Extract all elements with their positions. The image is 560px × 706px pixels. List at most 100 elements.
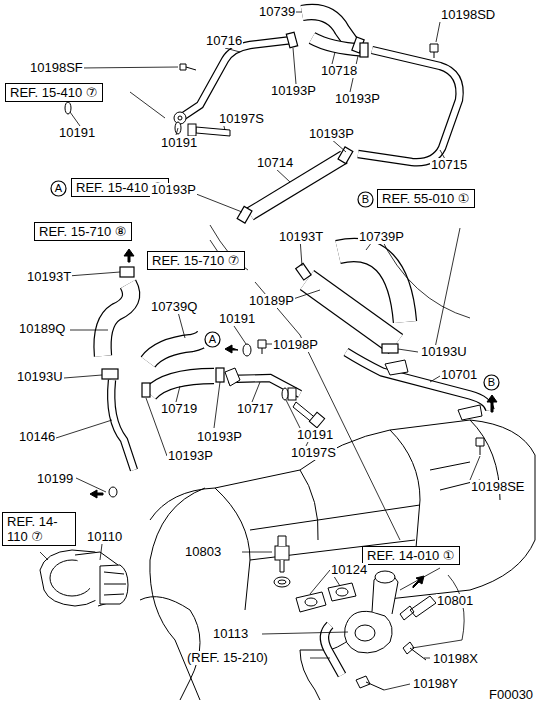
hose-outline (346, 352, 490, 410)
callout-number: 10198P (272, 338, 319, 352)
drawing-line (338, 147, 353, 164)
callout-number: 10739P (358, 230, 405, 244)
hose (148, 331, 206, 362)
callout-number: 10191 (296, 428, 334, 442)
callout-number: 10701 (440, 368, 478, 382)
hose (358, 50, 460, 162)
drawing-line (216, 368, 224, 382)
callout-number: 10193P (308, 127, 355, 141)
callout-number: 10198SE (470, 480, 526, 494)
drawing-line (237, 206, 252, 223)
drawing-line (436, 22, 440, 42)
reference-text: REF. 14-010 ① (367, 548, 455, 563)
reference-text: A (55, 182, 62, 194)
drawing-line (225, 345, 238, 353)
callout-number: 10198SD (440, 8, 496, 22)
drawing-line (328, 583, 356, 601)
callout-number: 10719 (160, 402, 198, 416)
reference-text: REF. 15-710 ⑧ (39, 224, 127, 239)
drawing-line (412, 575, 464, 648)
callout-number: 10191 (218, 312, 256, 326)
callout-number: 10193P (150, 183, 197, 197)
drawing-line (384, 684, 410, 690)
hose (111, 380, 134, 470)
drawing-line (255, 282, 400, 540)
drawing-line (140, 597, 200, 700)
callout-number: 10193P (196, 430, 243, 444)
circle-outline (358, 192, 373, 207)
hose-outline (150, 376, 214, 394)
engine (140, 420, 535, 700)
callout-number: 10193P (334, 92, 381, 106)
reference-text: REF. 14-110 ⑦ (7, 514, 58, 544)
ref-circle: A (204, 331, 221, 348)
drawing-line (243, 344, 251, 356)
reference-text: REF. 15-710 ⑦ (152, 253, 240, 268)
drawing-line (398, 349, 418, 352)
drawing-line (336, 588, 348, 596)
drawing-line (178, 312, 185, 338)
reference-note: (REF. 15-210) (186, 651, 269, 665)
callout-number: 10193T (278, 230, 324, 244)
drawing-line (403, 642, 426, 660)
drawing-line (430, 376, 440, 382)
callout-number: 10193U (420, 345, 468, 359)
drawing-line (214, 382, 220, 428)
callout-number: 10191 (58, 126, 96, 140)
callout-number: 10718 (320, 64, 358, 78)
drawing-line (225, 368, 240, 386)
drawing-line (174, 112, 186, 124)
circle-outline (484, 375, 499, 390)
drawing-line (130, 92, 165, 118)
reference-box: REF. 55-010 ① (377, 189, 475, 208)
leaders (40, 12, 480, 690)
drawing-line (278, 536, 286, 572)
callout-number: 10198SF (29, 61, 84, 75)
hose-outline (103, 284, 132, 356)
drawing-line (458, 405, 482, 420)
callout-number: 10193P (270, 84, 317, 98)
callout-number: 10803 (184, 545, 222, 559)
callout-number: 10193T (26, 270, 72, 284)
drawing-line (390, 430, 420, 560)
drawing-line (296, 263, 311, 280)
callout-number: 10198X (432, 652, 479, 666)
drawing-line (176, 386, 180, 402)
reference-text: B (362, 193, 369, 205)
drawing-line (252, 382, 260, 402)
drawing-line (262, 632, 348, 634)
drawing-line (150, 420, 535, 650)
clamps (102, 32, 398, 397)
reference-text: A (209, 333, 216, 345)
drawing-line (188, 124, 196, 136)
drawing-line (430, 44, 438, 58)
callout-number: 10199 (36, 472, 74, 486)
drawing-line (360, 43, 368, 57)
hose-outline (111, 380, 134, 470)
drawing-line (487, 395, 497, 412)
ref-circle: A (50, 180, 67, 197)
reference-box: REF. 14-110 ⑦ (2, 512, 76, 546)
drawing-line (225, 48, 240, 52)
drawing-line (345, 611, 393, 653)
drawing-line (424, 658, 430, 659)
drawing-line (175, 122, 181, 134)
circle-outline (205, 332, 220, 347)
arrows (90, 249, 497, 588)
callout-number: 10739Q (150, 300, 198, 314)
ref-circle: B (483, 374, 500, 391)
sensor (275, 536, 289, 572)
drawing-line (258, 340, 266, 354)
hoseousing (345, 571, 436, 653)
callout-number: 10717 (236, 402, 274, 416)
drawing-line (286, 32, 297, 48)
drawing-line (476, 438, 484, 455)
drawing-line (355, 625, 375, 641)
callout-number: 10198Y (412, 677, 459, 691)
drawing-line (293, 48, 296, 84)
drawing-line (305, 598, 317, 606)
gaskets (274, 577, 356, 612)
drawing-line (275, 168, 290, 182)
drawing-line (296, 592, 326, 612)
drawing-line (124, 249, 134, 262)
